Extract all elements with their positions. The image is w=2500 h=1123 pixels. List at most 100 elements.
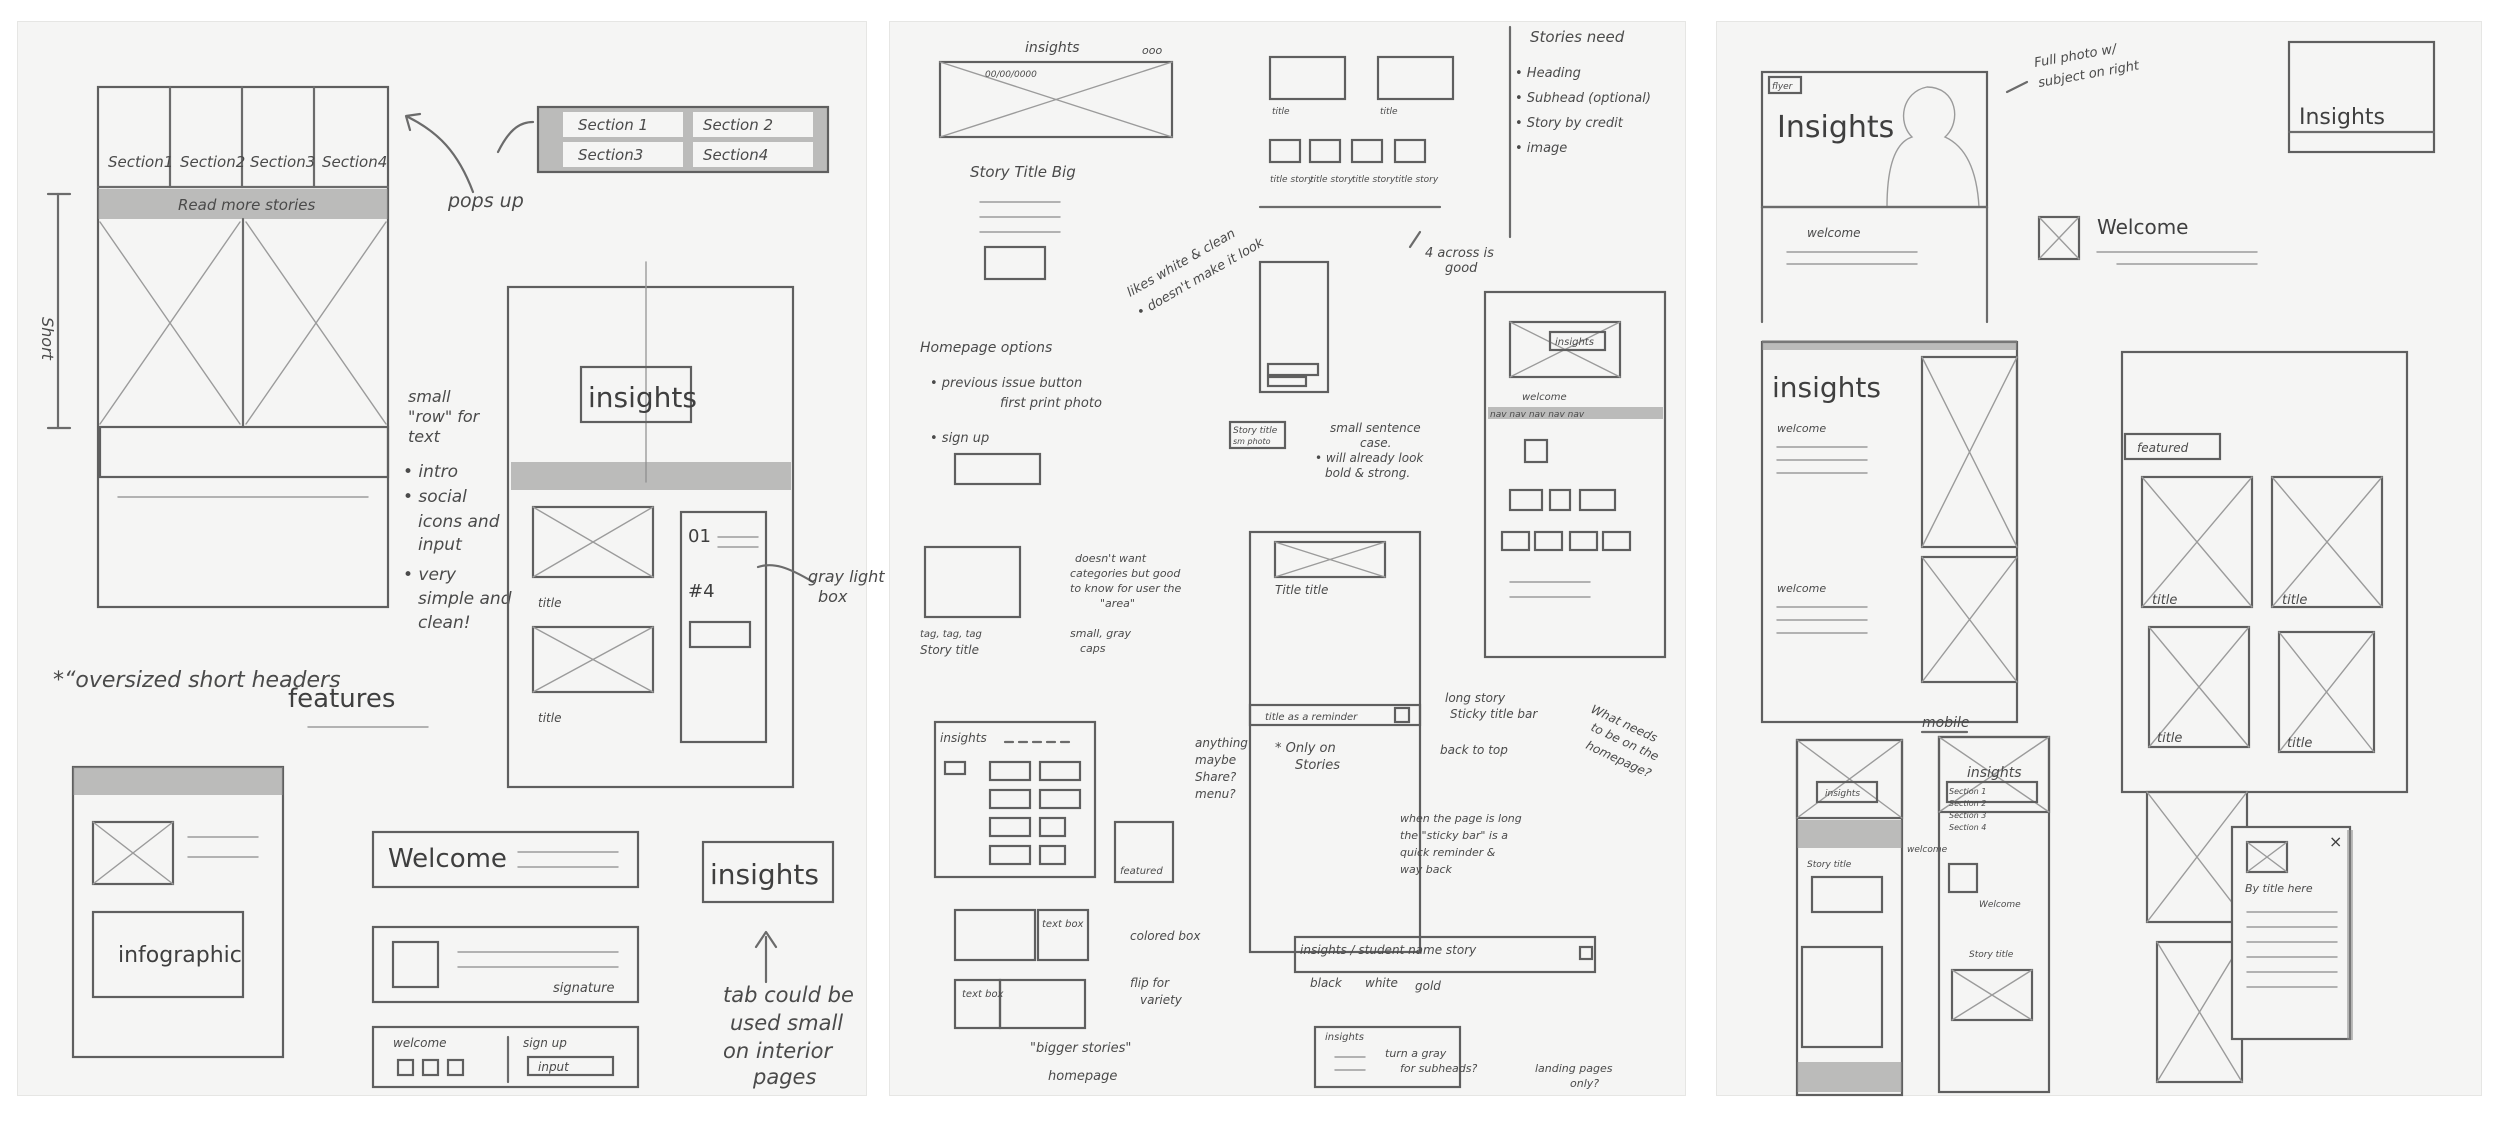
mobile-menu-2: Section 2 [1949, 799, 1986, 808]
list-number-01: 01 [688, 526, 711, 547]
colored-box-note: colored box [1130, 929, 1201, 943]
grid-title-1: title [1272, 107, 1290, 117]
bullet-social-2: icons and [418, 512, 500, 532]
sticky-note-2: the "sticky bar" is a [1400, 829, 1508, 842]
story-title-box-2: sm photo [1233, 437, 1271, 446]
flip-note-2: variety [1140, 993, 1183, 1007]
text-box-label-2: text box [962, 989, 1004, 1000]
text-box-label: text box [1042, 919, 1084, 930]
sheet-2-drawing: insights 00/00/0000 ooo Story Title Big … [920, 25, 1667, 1090]
long-story-note-1: long story [1445, 691, 1506, 705]
left-insights: insights [1772, 371, 1881, 404]
tab-note-4: pages [752, 1065, 816, 1089]
sketch-sheet-3: flyer Insights welcome Full photo w/ sub… [1717, 22, 2481, 1097]
story-title-box-1: Story title [1233, 426, 1278, 436]
sentence-note-1: small sentence [1330, 421, 1421, 435]
right-insights: insights [1555, 337, 1594, 348]
mobile-insights-1: insights [1825, 789, 1860, 799]
black-label: black [1310, 976, 1343, 990]
grid-insights: insights [940, 731, 987, 745]
popup-section-3: Section3 [578, 146, 643, 164]
insights-bar [1293, 935, 1597, 974]
sticky-note-1: when the page is long [1400, 812, 1522, 825]
landing-note-1: landing pages [1535, 1062, 1613, 1075]
categories-note-1: doesn't want [1075, 552, 1147, 565]
left-welcome-1: welcome [1777, 422, 1826, 435]
stories-need-2: • Subhead (optional) [1515, 91, 1651, 106]
signup-block [371, 1025, 640, 1089]
only-on-2: Stories [1295, 758, 1340, 773]
gray-box-note-2: box [818, 587, 848, 606]
center-title-2: title [538, 711, 561, 725]
sketch-sheet-1: Section1 Section2 Section3 Section4 Read… [18, 22, 885, 1095]
sticky-note-4: way back [1400, 863, 1453, 876]
stories-need-title: Stories need [1530, 28, 1625, 46]
sticky-bar-text: title as a reminder [1265, 712, 1358, 723]
svg-text:ooo: ooo [1142, 44, 1162, 57]
small-gray-note-2: caps [1080, 642, 1106, 655]
popup-title: By title here [2245, 882, 2313, 895]
right-title-1: title [2152, 593, 2177, 608]
welcome-block [371, 830, 640, 889]
sticky-note-3: quick reminder & [1400, 846, 1496, 859]
across-note-2: good [1445, 261, 1478, 276]
gray-box-note-1: gray light [808, 567, 885, 586]
oversized-headers-note: *“oversized short headers [53, 668, 341, 693]
white-label: white [1365, 976, 1398, 990]
right-phone-wireframe [1483, 290, 1667, 659]
signature-block [371, 925, 640, 1004]
featured-label: featured [1120, 866, 1163, 877]
nav-section-3: Section3 [250, 153, 315, 171]
bullet-social: • social [403, 487, 467, 507]
only-on-1: * Only on [1275, 741, 1336, 756]
hp-option-3: • sign up [930, 431, 989, 446]
close-icon[interactable]: × [2329, 832, 2342, 851]
bullet-simple: • very [403, 565, 457, 585]
right-title-3: title [2157, 731, 2182, 746]
categories-note-2: categories but good [1070, 567, 1181, 580]
grid-title-4: title story [1310, 175, 1354, 185]
categories-note-3: to know for user the [1070, 582, 1182, 595]
nav-section-1: Section1 [108, 153, 173, 171]
nav-section-4: Section4 [322, 153, 387, 171]
mobile-insights-2: insights [1967, 765, 2022, 781]
signup-input: input [538, 1060, 570, 1074]
anything-note-3: Share? [1195, 770, 1237, 784]
tab-note-1: tab could be [723, 983, 854, 1007]
right-nav: nav nav nav nav nav [1490, 410, 1585, 420]
bottom-insights: insights [1325, 1032, 1364, 1043]
signature-text: signature [553, 981, 615, 996]
grid-title-6: title story [1395, 175, 1439, 185]
sheet-1-drawing: Section1 Section2 Section3 Section4 Read… [38, 85, 885, 1089]
mobile-label: mobile [1922, 715, 1969, 731]
right-title-4: title [2287, 736, 2312, 751]
mobile-story-title-1: Story title [1807, 860, 1852, 870]
gold-label: gold [1415, 979, 1441, 993]
landing-note-2: only? [1570, 1077, 1599, 1090]
small-row-note-2: "row" for [408, 407, 481, 426]
mobile-welcome-2: Welcome [1979, 900, 2021, 910]
long-story-wireframe [1248, 530, 1422, 954]
hero-welcome: welcome [1807, 226, 1861, 240]
right-welcome: welcome [1522, 392, 1567, 403]
anything-note-4: menu? [1195, 787, 1236, 801]
header-date: 00/00/0000 [985, 70, 1037, 80]
grid-title-5: title story [1352, 175, 1396, 185]
grid-title-2: title [1380, 107, 1398, 117]
sketch-sheet-2: insights 00/00/0000 ooo Story Title Big … [890, 22, 1685, 1095]
tab-note-2: used small [730, 1011, 843, 1035]
bullet-intro: • intro [403, 462, 458, 482]
grid-title-3: title story [1270, 175, 1314, 185]
bullet-simple-3: clean! [418, 613, 471, 633]
infographic-label: infographic [118, 943, 242, 968]
sentence-note-4: bold & strong. [1325, 466, 1410, 480]
sentence-note-2: case. [1360, 436, 1391, 450]
bottom-note-1: turn a gray [1385, 1047, 1447, 1060]
long-story-note-2: Sticky title bar [1450, 707, 1538, 721]
back-to-top-note: back to top [1440, 743, 1508, 757]
mobile-welcome-side: welcome [1907, 845, 1948, 855]
story-title-box [1228, 420, 1287, 450]
center-title-1: title [538, 596, 561, 610]
flip-note-1: flip for [1130, 976, 1170, 990]
center-wireframe [506, 285, 795, 789]
